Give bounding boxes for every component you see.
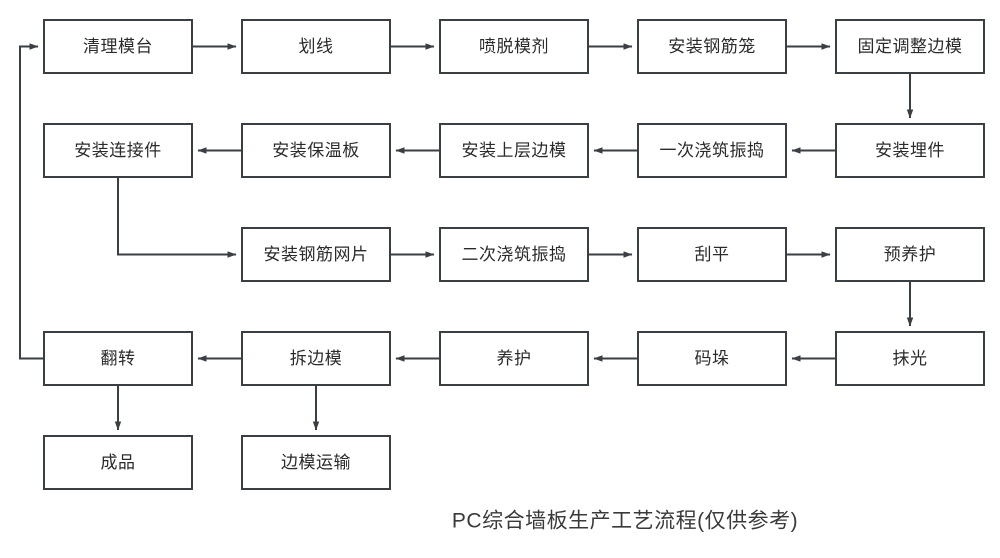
- node-label: 安装保温板: [272, 141, 360, 160]
- process-node[interactable]: 安装钢筋笼: [637, 19, 787, 74]
- node-box[interactable]: [241, 331, 391, 386]
- node-box[interactable]: [637, 227, 787, 282]
- process-node[interactable]: 划线: [241, 19, 391, 74]
- node-box[interactable]: [439, 227, 589, 282]
- node-box[interactable]: [43, 435, 193, 490]
- process-node[interactable]: 一次浇筑振捣: [637, 123, 787, 178]
- node-label: 喷脱模剂: [479, 37, 549, 56]
- node-box[interactable]: [439, 123, 589, 178]
- process-node[interactable]: 抹光: [835, 331, 985, 386]
- node-box[interactable]: [835, 331, 985, 386]
- node-box[interactable]: [439, 19, 589, 74]
- node-box[interactable]: [241, 435, 391, 490]
- process-node[interactable]: 成品: [43, 435, 193, 490]
- node-label: 清理模台: [83, 37, 153, 56]
- node-box[interactable]: [835, 123, 985, 178]
- node-label: 安装上层边模: [462, 141, 567, 160]
- process-node[interactable]: 安装埋件: [835, 123, 985, 178]
- node-box[interactable]: [637, 123, 787, 178]
- node-label: 预养护: [884, 245, 937, 264]
- node-label: 安装钢筋网片: [264, 245, 369, 264]
- process-node[interactable]: 固定调整边模: [835, 19, 985, 74]
- node-label: 拆边模: [290, 349, 343, 368]
- node-box[interactable]: [637, 331, 787, 386]
- process-node[interactable]: 喷脱模剂: [439, 19, 589, 74]
- node-label: 刮平: [695, 245, 730, 264]
- node-label: 划线: [299, 37, 334, 56]
- process-node[interactable]: 预养护: [835, 227, 985, 282]
- node-label: 翻转: [101, 349, 136, 368]
- node-box[interactable]: [241, 123, 391, 178]
- node-label: 养护: [497, 349, 532, 368]
- process-node[interactable]: 翻转: [43, 331, 193, 386]
- node-label: 码垛: [695, 349, 730, 368]
- node-box[interactable]: [835, 19, 985, 74]
- node-box[interactable]: [43, 19, 193, 74]
- node-label: 固定调整边模: [858, 37, 963, 56]
- process-node[interactable]: 拆边模: [241, 331, 391, 386]
- node-label: 边模运输: [281, 453, 351, 472]
- process-node[interactable]: 二次浇筑振捣: [439, 227, 589, 282]
- edge-n19-to-n1: [19, 43, 44, 360]
- node-box[interactable]: [439, 331, 589, 386]
- process-node[interactable]: 码垛: [637, 331, 787, 386]
- process-node[interactable]: 养护: [439, 331, 589, 386]
- process-node[interactable]: 刮平: [637, 227, 787, 282]
- edge-n10-to-n11: [117, 177, 237, 258]
- node-box[interactable]: [43, 331, 193, 386]
- node-box[interactable]: [835, 227, 985, 282]
- node-label: 抹光: [893, 349, 928, 368]
- node-label: 一次浇筑振捣: [660, 141, 765, 160]
- process-node[interactable]: 边模运输: [241, 435, 391, 490]
- process-node[interactable]: 安装连接件: [43, 123, 193, 178]
- node-box[interactable]: [241, 227, 391, 282]
- node-box[interactable]: [637, 19, 787, 74]
- node-label: 成品: [101, 453, 136, 472]
- node-label: 安装钢筋笼: [668, 37, 756, 56]
- node-label: 安装连接件: [74, 141, 162, 160]
- node-box[interactable]: [241, 19, 391, 74]
- process-node[interactable]: 安装保温板: [241, 123, 391, 178]
- process-node[interactable]: 安装钢筋网片: [241, 227, 391, 282]
- edges-layer: [19, 43, 914, 431]
- process-node[interactable]: 安装上层边模: [439, 123, 589, 178]
- node-label: 二次浇筑振捣: [462, 245, 567, 264]
- node-label: 安装埋件: [875, 141, 945, 160]
- process-node[interactable]: 清理模台: [43, 19, 193, 74]
- diagram-caption: PC综合墙板生产工艺流程(仅供参考): [452, 510, 798, 533]
- node-box[interactable]: [43, 123, 193, 178]
